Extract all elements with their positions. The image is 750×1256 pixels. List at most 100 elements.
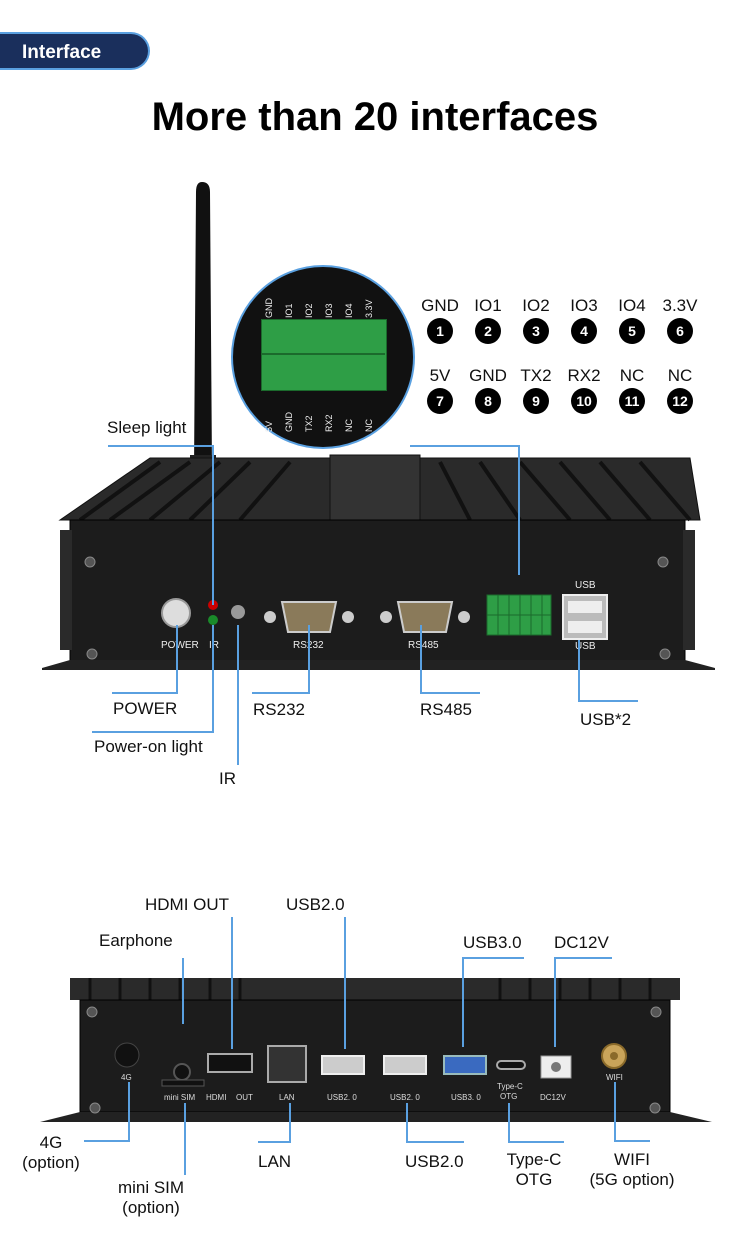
callout-mini-sim: mini SIM(option) <box>117 1178 185 1217</box>
typec-print-1: Type-C <box>497 1082 523 1091</box>
usb-bottom-print: USB <box>575 641 596 652</box>
pin-label: GND <box>421 296 459 315</box>
usb20a-print: USB2. 0 <box>327 1093 357 1102</box>
usb-top-print: USB <box>575 580 596 591</box>
pin-number-badge: 10 <box>571 388 597 414</box>
pin-label: RX2 <box>567 366 601 385</box>
terminal-pin-text: IO3 <box>324 303 334 318</box>
line-typec-h <box>508 1141 564 1143</box>
lan-print: LAN <box>279 1093 295 1102</box>
line-ir <box>237 625 239 765</box>
line-rs232 <box>308 625 310 693</box>
line-earphone <box>182 958 184 1024</box>
rs485-print: RS485 <box>408 640 439 651</box>
callout-earphone: Earphone <box>99 931 173 950</box>
terminal-pin-text: IO4 <box>344 303 354 318</box>
line-rs485-h <box>420 692 480 694</box>
usb20b-print: USB2. 0 <box>390 1093 420 1102</box>
line-wifi <box>614 1082 616 1142</box>
power-print: POWER <box>161 640 199 651</box>
g4-print: 4G <box>121 1073 132 1082</box>
callout-usb20-bottom: USB2.0 <box>405 1152 464 1171</box>
line-usb30-h <box>462 957 524 959</box>
terminal-pin-text: NC <box>344 419 354 432</box>
line-sleep-v <box>212 445 214 605</box>
rear-device-illustration <box>40 978 712 1122</box>
pin-number-badge: 3 <box>523 318 549 344</box>
callout-sleep-light: Sleep light <box>107 418 187 437</box>
line-minisim <box>184 1103 186 1175</box>
hdmi-print: HDMI <box>206 1093 227 1102</box>
pin-label: GND <box>469 366 507 385</box>
line-wifi-h <box>614 1140 650 1142</box>
line-typec <box>508 1103 510 1143</box>
callout-usb20-top: USB2.0 <box>286 895 345 914</box>
line-hdmi <box>231 917 233 1049</box>
line-sleep-h <box>108 445 214 447</box>
pin-label: 3.3V <box>662 296 698 315</box>
callout-rs485: RS485 <box>420 700 472 719</box>
pin-number-badge: 11 <box>619 388 645 414</box>
callout-wifi: WIFI(5G option) <box>589 1150 675 1189</box>
pin-number-badge: 2 <box>475 318 501 344</box>
terminal-magnifier <box>231 265 415 449</box>
terminal-pin-text: NC <box>364 419 374 432</box>
terminal-pin-text: RX2 <box>324 414 334 432</box>
pin-number-badge: 6 <box>667 318 693 344</box>
line-usb30 <box>462 957 464 1047</box>
line-power-h <box>112 692 178 694</box>
line-usb20-bottom-h <box>406 1141 464 1143</box>
pin-label: IO2 <box>522 296 550 315</box>
terminal-pin-text: GND <box>284 412 294 432</box>
line-usb20-top <box>344 917 346 1049</box>
terminal-pin-text: GND <box>264 298 274 318</box>
pin-label: IO3 <box>570 296 598 315</box>
pin-label: NC <box>619 366 645 385</box>
terminal-pin-text: IO2 <box>304 303 314 318</box>
front-device-illustration <box>42 182 715 670</box>
pin-label: 5V <box>429 366 451 385</box>
callout-hdmi-out: HDMI OUT <box>145 895 230 914</box>
pin-label: NC <box>667 366 693 385</box>
dc12v-print: DC12V <box>540 1093 566 1102</box>
line-usb <box>578 640 580 702</box>
callout-usb2: USB*2 <box>580 710 632 729</box>
pin-number-badge: 9 <box>523 388 549 414</box>
line-4g-h <box>84 1140 130 1142</box>
typec-print-2: OTG <box>500 1092 518 1101</box>
minisim-print: mini SIM <box>164 1093 196 1102</box>
line-dc12v <box>554 957 556 1047</box>
terminal-pin-text: IO1 <box>284 303 294 318</box>
line-rs485 <box>420 625 422 693</box>
terminal-pin-text: TX2 <box>304 415 314 432</box>
pin-label: IO1 <box>474 296 502 315</box>
ir-print: IR <box>209 640 219 651</box>
section-tag: Interface <box>0 32 150 70</box>
callout-power: POWER <box>113 699 178 718</box>
wifi-print: WIFI <box>606 1073 623 1082</box>
pin-label: IO4 <box>618 296 646 315</box>
line-terminal <box>518 445 520 575</box>
line-poweron <box>212 625 214 733</box>
line-terminal-h <box>410 445 520 447</box>
line-4g <box>128 1082 130 1142</box>
line-power <box>176 625 178 693</box>
line-usb-h <box>578 700 638 702</box>
pin-number-badge: 8 <box>475 388 501 414</box>
out-print: OUT <box>236 1093 253 1102</box>
terminal-pin-text: 3.3V <box>364 299 374 318</box>
line-usb20-bottom <box>406 1103 408 1143</box>
line-dc12v-h <box>554 957 612 959</box>
callout-dc12v: DC12V <box>554 933 609 952</box>
callout-rs232: RS232 <box>253 700 305 719</box>
line-lan <box>289 1103 291 1143</box>
headline: More than 20 interfaces <box>151 95 599 139</box>
usb30-print: USB3. 0 <box>451 1093 481 1102</box>
pin-number-badge: 4 <box>571 318 597 344</box>
pin-number-badge: 5 <box>619 318 645 344</box>
pin-label: TX2 <box>520 366 552 385</box>
terminal-pin-text: 5V <box>264 420 274 432</box>
pin-number-badge: 7 <box>427 388 453 414</box>
callout-power-on-light: Power-on light <box>94 737 203 756</box>
